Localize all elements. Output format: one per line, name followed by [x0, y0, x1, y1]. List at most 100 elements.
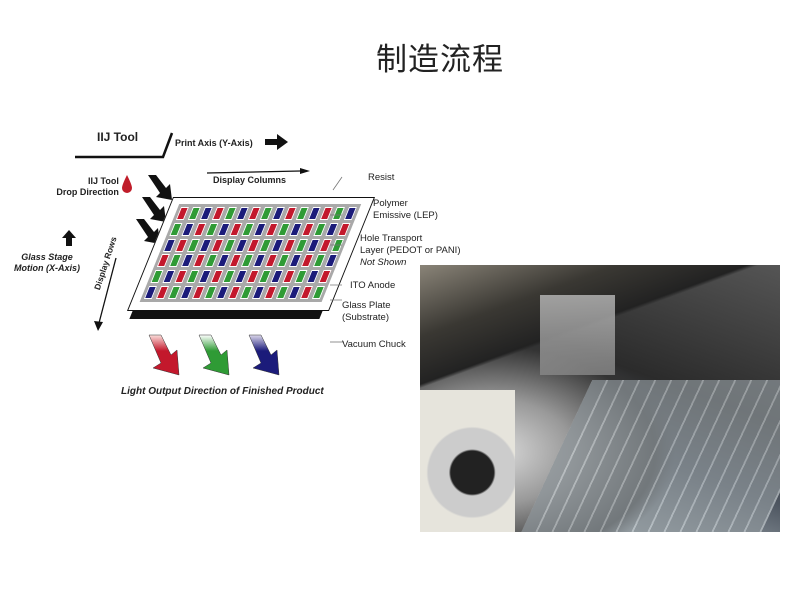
subpixel	[259, 207, 273, 220]
subpixel-row	[143, 285, 326, 299]
stage-arrow-icon	[62, 230, 76, 246]
subpixel	[235, 207, 249, 220]
subpixel	[271, 207, 285, 220]
subpixel	[174, 270, 188, 284]
print-axis-label: Print Axis (Y-Axis)	[175, 138, 253, 148]
subpixel	[215, 285, 230, 299]
subpixel	[313, 222, 327, 236]
subpixel-row	[162, 238, 345, 252]
ito-anode-label: ITO Anode	[350, 280, 396, 291]
subpixel	[169, 222, 183, 236]
subpixel	[241, 222, 255, 236]
subpixel	[277, 222, 291, 236]
subpixel	[199, 207, 213, 220]
slide-title: 制造流程	[376, 42, 504, 78]
subpixel	[252, 254, 266, 268]
subpixel	[217, 222, 231, 236]
subpixel	[270, 270, 284, 284]
subpixel	[247, 207, 261, 220]
subpixel	[222, 238, 237, 252]
subpixel	[216, 254, 230, 268]
subpixel-row	[150, 270, 332, 284]
subpixel	[228, 254, 242, 268]
columns-arrow-icon	[206, 168, 310, 174]
subpixel	[203, 285, 218, 299]
rows-arrow-icon	[94, 257, 117, 331]
subpixel	[240, 254, 254, 268]
subpixel	[162, 238, 177, 252]
subpixel	[246, 270, 260, 284]
subpixel	[246, 238, 261, 252]
subpixel	[168, 254, 182, 268]
drop-arrows-icon	[136, 175, 172, 244]
subpixel	[294, 238, 309, 252]
subpixel	[282, 238, 297, 252]
subpixel-row	[156, 254, 338, 268]
subpixel	[150, 270, 164, 284]
subpixel	[239, 285, 254, 299]
printer-machine	[420, 390, 515, 532]
subpixel	[205, 222, 219, 236]
subpixel	[181, 222, 195, 236]
subpixel	[276, 254, 290, 268]
subpixel	[311, 285, 326, 299]
subpixel	[270, 238, 285, 252]
glass-plate-label: Glass Plate(Substrate)	[342, 300, 391, 323]
leader-lines	[330, 176, 344, 343]
resist-label: Resist	[368, 172, 395, 183]
subpixel	[192, 254, 206, 268]
subpixel	[253, 222, 267, 236]
subpixel	[312, 254, 326, 268]
subpixel	[258, 238, 273, 252]
subpixel	[264, 254, 278, 268]
inkjet-printer-photo	[420, 265, 780, 532]
subpixel	[287, 285, 302, 299]
subpixel	[288, 254, 302, 268]
light-output-arrows-icon	[148, 334, 280, 376]
subpixel	[179, 285, 194, 299]
subpixel	[193, 222, 207, 236]
subpixel	[301, 222, 315, 236]
subpixel	[210, 270, 224, 284]
subpixel	[300, 254, 314, 268]
subpixel	[306, 270, 320, 284]
subpixel	[265, 222, 279, 236]
subpixel	[210, 238, 225, 252]
subpixel	[222, 270, 236, 284]
subpixel	[223, 207, 237, 220]
subpixel	[229, 222, 243, 236]
subpixel	[162, 270, 176, 284]
subpixel	[306, 238, 321, 252]
subpixel	[263, 285, 278, 299]
glass-substrate-panels	[517, 380, 780, 532]
light-output-label: Light Output Direction of Finished Produ…	[121, 386, 324, 397]
subpixel	[307, 207, 321, 220]
print-axis-arrow-icon	[265, 134, 288, 150]
subpixel	[234, 270, 248, 284]
drop-icon	[122, 175, 132, 193]
subpixel	[289, 222, 303, 236]
subpixel	[234, 238, 249, 252]
subpixel	[204, 254, 218, 268]
subpixel	[198, 238, 213, 252]
subpixel	[191, 285, 206, 299]
subpixel	[198, 270, 212, 284]
iij-tool-label: IIJ Tool	[97, 130, 139, 144]
subpixel	[180, 254, 194, 268]
subpixel	[282, 270, 296, 284]
print-head	[540, 295, 615, 375]
subpixel	[294, 270, 308, 284]
subpixel	[174, 238, 189, 252]
subpixel	[186, 270, 200, 284]
vacuum-chuck-label: Vacuum Chuck	[342, 339, 406, 350]
subpixel	[227, 285, 242, 299]
subpixel	[155, 285, 170, 299]
subpixel	[143, 285, 158, 299]
tool-line-and-arrow	[75, 132, 288, 159]
subpixel-row	[169, 222, 351, 236]
subpixel	[175, 207, 189, 220]
subpixel	[211, 207, 225, 220]
